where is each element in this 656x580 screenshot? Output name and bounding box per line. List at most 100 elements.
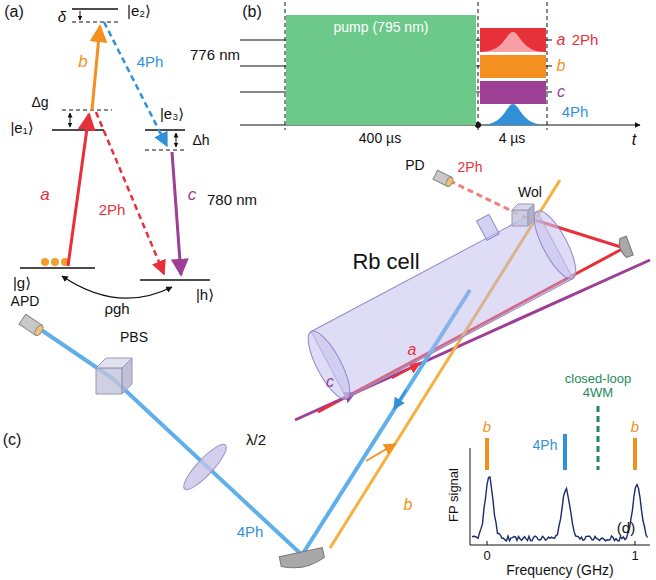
cell-label-box: Rb cell	[348, 247, 423, 277]
transition-4ph	[104, 22, 167, 146]
transition-b	[92, 26, 100, 110]
panel-letter: (a)	[4, 3, 24, 21]
annotation: closed-loop 4WM	[552, 372, 644, 401]
wavelength-label: 776 nm	[190, 47, 240, 64]
level-e2	[72, 8, 118, 10]
pulse-a	[480, 28, 546, 52]
wollaston-prism	[512, 210, 528, 226]
detuning-arrow	[70, 113, 71, 127]
frequency-marker-4ph	[563, 434, 567, 470]
level-h	[140, 279, 210, 281]
marker-label: b	[631, 419, 639, 436]
beam-label: c	[326, 373, 334, 391]
level-g	[20, 267, 95, 269]
beam-direction	[394, 390, 406, 409]
cell-body	[311, 211, 573, 398]
beam-direction	[366, 444, 395, 461]
axis-line	[470, 448, 471, 545]
cell-window	[301, 326, 358, 404]
transition-2ph	[96, 112, 164, 274]
axis-label: Frequency (GHz)	[506, 563, 613, 578]
field-label: a	[40, 186, 49, 205]
detuning-arrow	[176, 133, 177, 147]
detuning-label: Δg	[31, 95, 48, 110]
wavelength-label: 780 nm	[207, 192, 257, 209]
state-label: |h⟩	[196, 287, 214, 304]
channel-label: a	[557, 31, 566, 49]
coherence-arrow	[62, 276, 172, 298]
marker-label: 4Ph	[533, 438, 558, 453]
duration-label: 4 µs	[499, 131, 526, 146]
state-label: |e₁⟩	[10, 120, 33, 137]
detector-label: APD	[11, 294, 40, 309]
detuning-label: δ	[58, 9, 66, 26]
atom-dot	[41, 258, 49, 266]
axis-tick	[635, 541, 636, 545]
state-label: |e₂⟩	[127, 3, 151, 20]
channel-label: 2Ph	[572, 32, 599, 49]
channel-label: 4Ph	[562, 104, 589, 121]
pulse-b	[480, 55, 546, 78]
component-label: λ/2	[246, 432, 266, 449]
field-label: 2Ph	[99, 202, 126, 219]
pulse-c	[480, 81, 546, 104]
virtual-level	[62, 109, 112, 110]
component-label: PBS	[120, 330, 148, 345]
channel-label: c	[557, 83, 565, 101]
pulse-4ph	[480, 104, 546, 125]
pulse-shape	[480, 32, 546, 52]
panel-letter: (b)	[242, 3, 262, 21]
beam-label: b	[404, 496, 413, 514]
beam-label: 2Ph	[458, 160, 483, 175]
frequency-marker-b	[485, 438, 489, 470]
panel-letter: (d)	[617, 520, 635, 537]
beam-label: 4Ph	[237, 524, 264, 541]
beam-2ph	[450, 181, 518, 214]
tick-label: 1	[631, 549, 638, 563]
pump-pulse-box: pump (795 nm)	[286, 15, 476, 125]
axis-line	[470, 545, 650, 546]
node-text: pump (795 nm)	[290, 19, 472, 35]
pd-detector	[445, 176, 455, 188]
coherence-label: ρgh	[104, 301, 129, 318]
detuning-label: Δh	[192, 133, 209, 148]
pbs-cube	[122, 358, 132, 394]
mirror	[279, 548, 325, 572]
marker-label: b	[483, 419, 491, 436]
detuning-arrow	[80, 11, 81, 20]
fp-spectrum	[472, 477, 648, 541]
time-marker	[478, 2, 479, 130]
mirror	[617, 236, 633, 258]
cell-window	[527, 206, 584, 284]
field-label: c	[188, 186, 197, 205]
duration-label: 400 µs	[359, 131, 401, 146]
frequency-marker-b	[633, 438, 637, 470]
axis-label: t	[632, 131, 636, 149]
axis-label: FP signal	[447, 468, 461, 522]
transition-a	[68, 114, 89, 266]
level-e1	[52, 129, 104, 131]
pbs-cube	[96, 368, 122, 394]
virtual-level	[72, 21, 118, 22]
beam-label: a	[408, 341, 417, 359]
field-label: b	[78, 53, 87, 72]
frequency-marker-4wm	[597, 406, 600, 470]
field-label: 4Ph	[137, 54, 164, 71]
beam-4ph	[112, 378, 302, 555]
level-e3	[145, 129, 185, 131]
half-wave-plate	[179, 440, 232, 495]
transition-c	[172, 152, 181, 275]
state-label: |g⟩	[13, 275, 31, 292]
state-label: |e₃⟩	[160, 106, 184, 123]
axis-tick	[487, 541, 488, 545]
apd-detector	[33, 324, 45, 337]
channel-label: b	[557, 57, 566, 75]
cell-stem	[477, 214, 500, 240]
node-text: Rb cell	[352, 249, 419, 275]
atom-dot	[51, 258, 59, 266]
panel-letter: (c)	[3, 431, 22, 449]
time-marker	[547, 2, 548, 130]
tick-label: 0	[483, 549, 490, 563]
wollaston-prism	[528, 204, 534, 226]
virtual-level	[145, 149, 187, 150]
